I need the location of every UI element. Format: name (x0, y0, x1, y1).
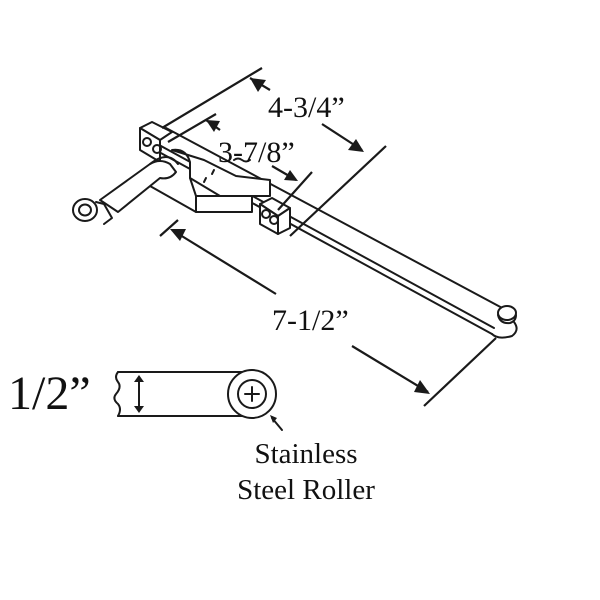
dimension-label-3-7-8: 3-7/8” (218, 136, 295, 169)
roller-callout-line2: Steel Roller (237, 474, 375, 506)
dimension-4-3-4 (161, 67, 387, 237)
dimension-label-4-3-4: 4-3/4” (268, 91, 345, 124)
dimension-label-7-1-2: 7-1/2” (272, 304, 349, 337)
operator-base (139, 121, 291, 235)
dimension-7-1-2 (159, 219, 497, 407)
crank-handle (72, 156, 179, 225)
dimension-label-1-2: 1/2” (8, 367, 91, 420)
roller-callout-line1: Stainless (254, 438, 358, 470)
dimension-3-7-8 (167, 113, 313, 211)
arm-cross-section (113, 369, 283, 431)
